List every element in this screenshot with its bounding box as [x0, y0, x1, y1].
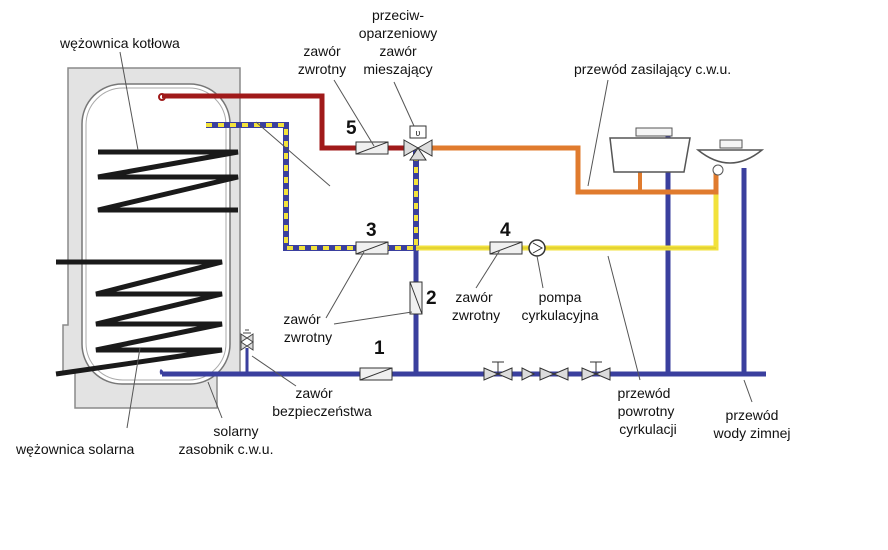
number-2: 2	[426, 288, 437, 309]
label-solar-coil: wężownica solarna	[15, 441, 134, 457]
label-pump-1: pompa	[539, 289, 582, 305]
label-check-valve-3-2: zwrotny	[284, 329, 332, 345]
number-1: 1	[374, 338, 385, 359]
circulation-pipe	[416, 168, 719, 251]
bathtub	[609, 127, 691, 173]
solar-tank	[62, 67, 241, 409]
label-tank-1: solarny	[213, 423, 258, 439]
check-valve-2	[409, 281, 423, 315]
label-pump-2: cyrkulacyjna	[521, 307, 598, 323]
washbasin	[695, 139, 765, 176]
label-check-valve-3-1: zawór	[283, 311, 321, 327]
leader-lines	[119, 51, 753, 429]
check-valve-3	[355, 241, 389, 255]
label-supply-pipe: przewód zasilający c.w.u.	[574, 61, 731, 77]
label-check-valve-5-2: zwrotny	[298, 61, 346, 77]
label-return-3: cyrkulacji	[619, 421, 677, 437]
label-tank-2: zasobnik c.w.u.	[179, 441, 274, 457]
boiler-coil	[97, 149, 239, 213]
label-check-valve-4-2: zwrotny	[452, 307, 500, 323]
label-cold-1: przewód	[726, 407, 779, 423]
label-return-2: powrotny	[618, 403, 675, 419]
label-safety-valve-1: zawór	[295, 385, 333, 401]
label-anti-scald-3: zawór	[379, 43, 417, 59]
label-check-valve-4-1: zawór	[455, 289, 493, 305]
cold-main-valves	[483, 361, 611, 381]
label-anti-scald-2: oparzeniowy	[359, 25, 438, 41]
anti-scald-mixing-valve: ʋ	[403, 125, 433, 161]
cold-water-pipe	[159, 135, 766, 377]
number-4: 4	[500, 220, 511, 241]
label-check-valve-5-1: zawór	[303, 43, 341, 59]
check-valve-4	[489, 241, 523, 255]
label-cold-2: wody zimnej	[712, 425, 790, 441]
label-return-1: przewód	[618, 385, 671, 401]
label-boiler-coil: wężownica kotłowa	[59, 35, 180, 51]
label-anti-scald-4: mieszający	[363, 61, 432, 77]
number-5: 5	[346, 118, 357, 139]
label-anti-scald-1: przeciw-	[372, 7, 424, 23]
number-3: 3	[366, 220, 377, 241]
safety-valve	[240, 329, 254, 374]
svg-text:ʋ: ʋ	[416, 128, 421, 138]
check-valve-5	[355, 141, 389, 155]
check-valve-1	[359, 367, 393, 381]
label-safety-valve-2: bezpieczeństwa	[272, 403, 372, 419]
solar-coil	[55, 259, 223, 377]
circulation-pump	[528, 239, 546, 257]
